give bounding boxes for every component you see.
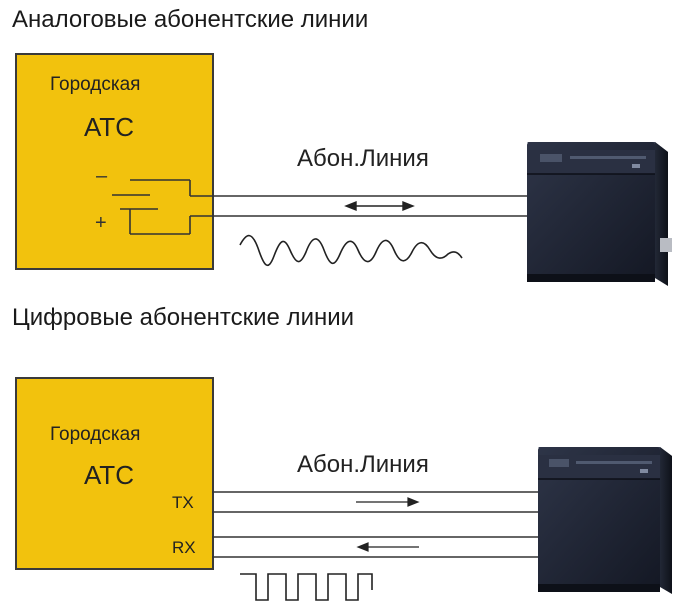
battery-icon	[112, 179, 212, 235]
plus-sign: +	[95, 212, 107, 234]
digital-atc-name: Городская	[50, 424, 141, 445]
analog-wave-icon	[239, 234, 463, 267]
tx-arrow-icon	[356, 497, 420, 507]
digital-square-wave-icon	[240, 573, 373, 601]
analog-line-wires	[212, 195, 527, 217]
pbx-cabinet-icon	[527, 142, 672, 286]
digital-line-label: Абон.Линия	[297, 451, 429, 478]
pbx-cabinet-icon	[538, 447, 672, 594]
digital-section-title: Цифровые абонентские линии	[12, 304, 355, 331]
digital-atc-box	[15, 377, 214, 570]
analog-section-title: Аналоговые абонентские линии	[12, 6, 369, 33]
analog-atc-code: АТС	[84, 112, 134, 142]
digital-line-wires	[212, 491, 538, 558]
analog-atc-name: Городская	[50, 74, 141, 95]
bidirectional-arrow-icon	[344, 200, 415, 212]
tx-label: TX	[172, 493, 194, 512]
minus-sign: –	[96, 165, 108, 187]
digital-atc-code: АТС	[84, 460, 134, 490]
analog-line-label: Абон.Линия	[297, 145, 429, 172]
rx-label: RX	[172, 538, 196, 557]
rx-arrow-icon	[356, 542, 419, 552]
